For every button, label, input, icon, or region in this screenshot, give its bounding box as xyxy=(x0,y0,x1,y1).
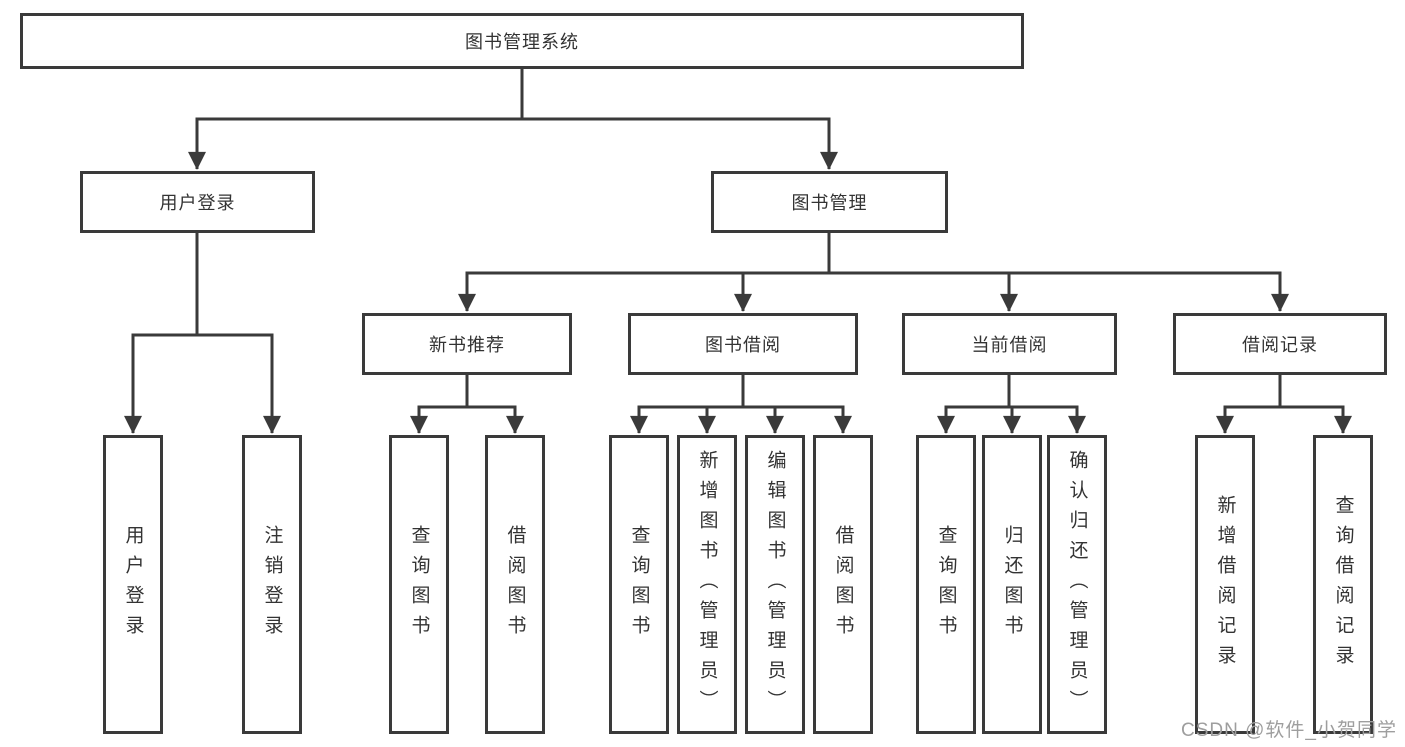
node-book-management-module: 图书管理 xyxy=(711,171,948,233)
node-leaf-logout: 注销登录 xyxy=(242,435,302,734)
node-leaf-rec-query-books: 查询图书 xyxy=(389,435,449,734)
node-leaf-add-books-admin: 新增图书（管理员） xyxy=(677,435,737,734)
node-new-book-recommend: 新书推荐 xyxy=(362,313,572,375)
node-leaf-return-books: 归还图书 xyxy=(982,435,1042,734)
node-leaf-borrow-query-books: 查询图书 xyxy=(609,435,669,734)
node-current-borrowing: 当前借阅 xyxy=(902,313,1117,375)
node-leaf-edit-books-admin: 编辑图书（管理员） xyxy=(745,435,805,734)
node-borrowing-records: 借阅记录 xyxy=(1173,313,1387,375)
node-library-system-root: 图书管理系统 xyxy=(20,13,1024,69)
node-leaf-rec-borrow-books: 借阅图书 xyxy=(485,435,545,734)
node-user-login-module: 用户登录 xyxy=(80,171,315,233)
csdn-watermark: CSDN @软件_小贺同学 xyxy=(1181,720,1397,741)
node-leaf-borrow-lend-books: 借阅图书 xyxy=(813,435,873,734)
node-leaf-query-borrow-record: 查询借阅记录 xyxy=(1313,435,1373,734)
node-leaf-user-login: 用户登录 xyxy=(103,435,163,734)
node-book-borrowing: 图书借阅 xyxy=(628,313,858,375)
node-leaf-confirm-return-admin: 确认归还（管理员） xyxy=(1047,435,1107,734)
node-leaf-add-borrow-record: 新增借阅记录 xyxy=(1195,435,1255,734)
node-leaf-current-query-books: 查询图书 xyxy=(916,435,976,734)
